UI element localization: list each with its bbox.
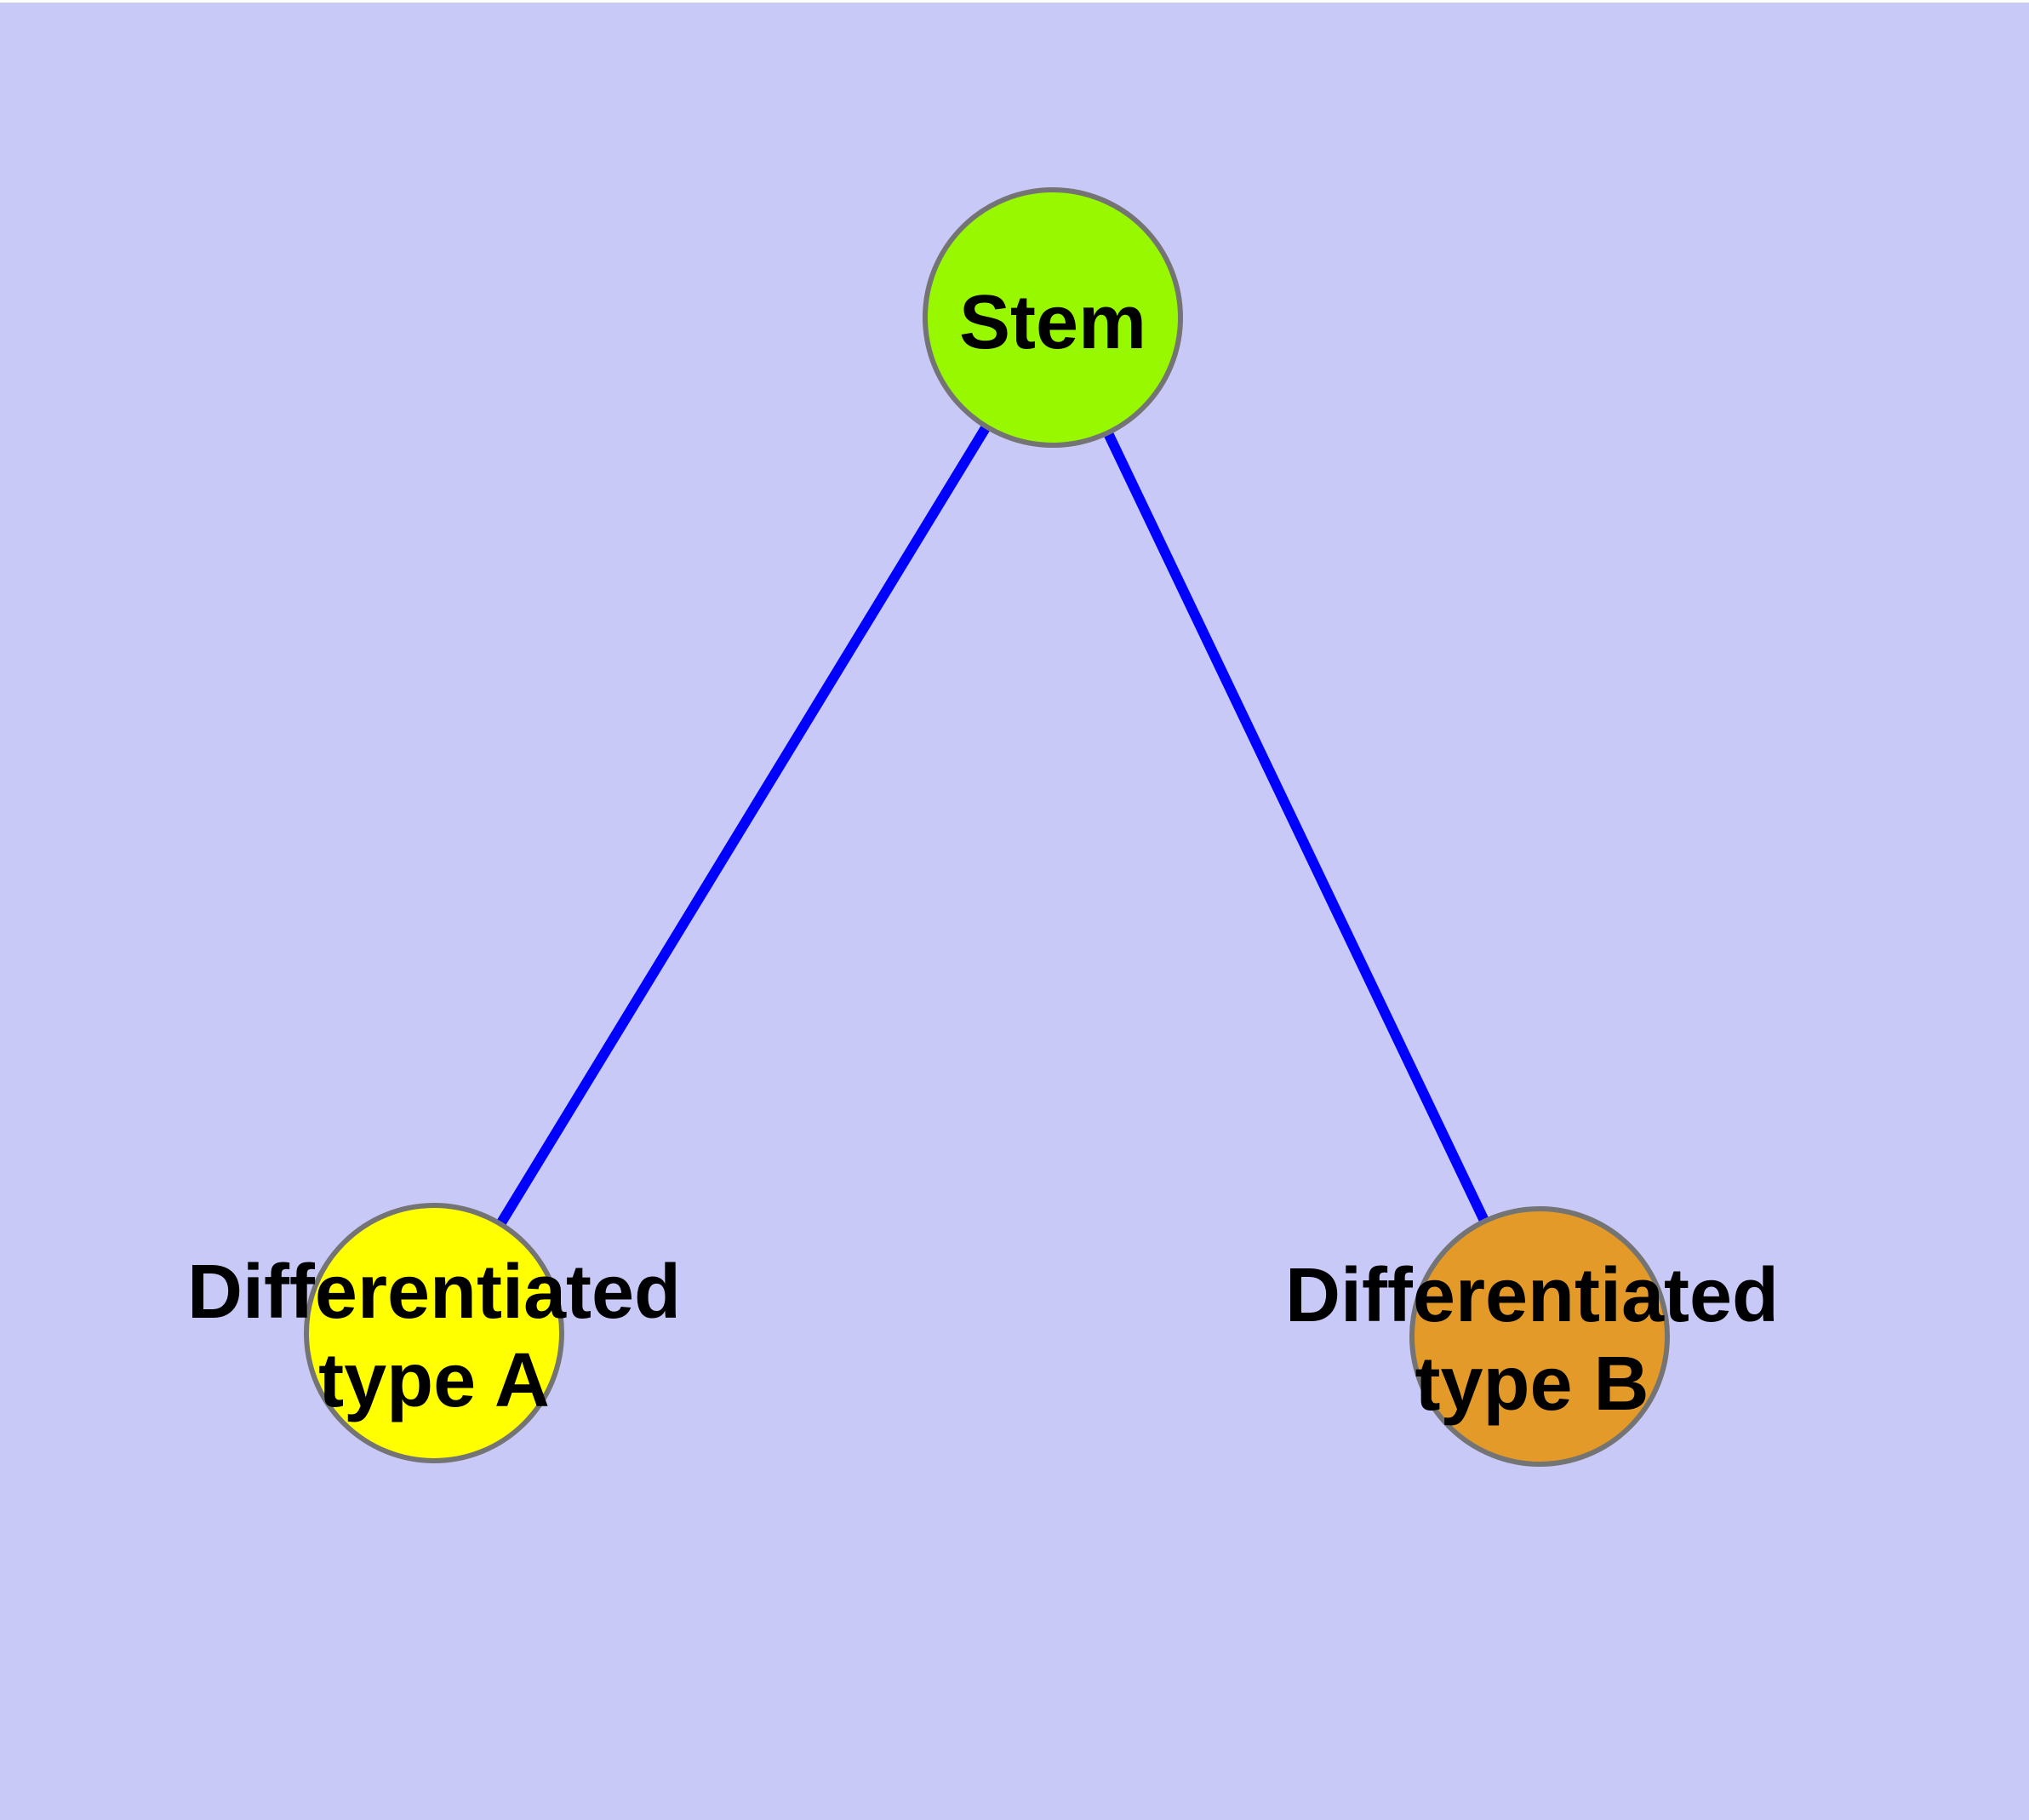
node-label-stem: Stem <box>959 280 1146 365</box>
edge-stem-to-type-a <box>429 314 1058 1336</box>
node-label-type-a-line2: type A <box>318 1338 550 1423</box>
node-stem <box>923 187 1183 448</box>
edge-stem-to-type-b <box>1048 315 1545 1339</box>
node-label-type-b-line2: type B <box>1415 1342 1649 1427</box>
node-differentiated-type-a <box>304 1203 564 1463</box>
node-label-type-b-line1: Differentiated <box>1285 1253 1779 1338</box>
node-label-type-a-line1: Differentiated <box>187 1250 681 1335</box>
node-differentiated-type-b <box>1409 1206 1670 1467</box>
